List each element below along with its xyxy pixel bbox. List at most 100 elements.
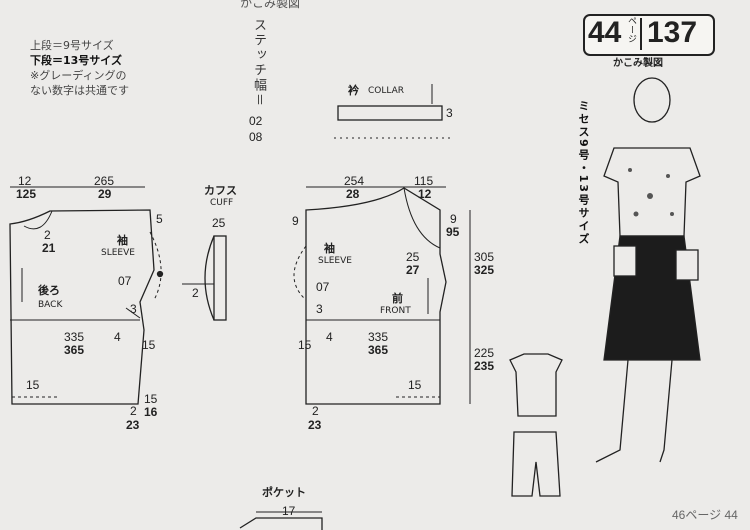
front-label-jp: 前 <box>392 292 403 305</box>
front-armhole: 07 <box>316 280 330 294</box>
front-sleeve-curve <box>293 245 307 301</box>
back-sleeve-jp: 袖 <box>117 234 128 247</box>
print-dot <box>633 211 639 217</box>
front-neckline <box>403 187 441 249</box>
back-neck-b: 21 <box>42 241 56 255</box>
back-bust-a: 335 <box>64 330 85 344</box>
back-hem-right-b: 16 <box>144 405 158 419</box>
model-pocket-right <box>675 249 699 281</box>
pocket-width: 17 <box>282 504 296 518</box>
badge-divider <box>640 18 642 50</box>
back-underarm <box>125 307 141 319</box>
front-bust-b: 365 <box>368 343 389 357</box>
front-sleeve-jp: 袖 <box>324 242 335 255</box>
front-top-r-a: 115 <box>414 174 434 188</box>
back-side-a: 4 <box>114 330 121 344</box>
cuff-label-en: CUFF <box>210 198 234 208</box>
front-right-b: 95 <box>446 225 460 239</box>
back-neckline <box>23 210 53 230</box>
back-top-mid-a: 265 <box>94 174 115 188</box>
model-head <box>633 77 671 123</box>
front-bottom-b: 23 <box>308 418 322 432</box>
top-fragment: かこみ製図 <box>240 0 301 10</box>
back-neck-a: 2 <box>44 228 51 242</box>
front-right-a: 9 <box>450 212 457 226</box>
front-len2-a: 225 <box>474 346 495 360</box>
legend-line-3: ※グレーディングの <box>30 69 127 82</box>
back-bottom-b: 23 <box>126 418 140 432</box>
badge-frame <box>583 14 715 56</box>
back-side-b: 3 <box>130 302 137 316</box>
back-top-left-b: 125 <box>16 187 37 201</box>
pocket-outline <box>239 517 323 530</box>
front-len1-a: 305 <box>474 250 495 264</box>
front-sleeve-a: 25 <box>406 250 420 264</box>
model-size-caption: ミセス9号・13号サイズ <box>577 100 590 246</box>
front-top-r-b: 12 <box>418 187 432 201</box>
collar-label-jp: 衿 <box>348 84 359 97</box>
front-top-a: 254 <box>344 174 365 188</box>
front-hem: 15 <box>408 378 422 392</box>
front-bodice-outline <box>305 187 447 405</box>
blouse-flat <box>509 353 563 417</box>
footer-page-ref: 46ページ 44 <box>672 508 738 522</box>
back-hem-left: 15 <box>26 378 40 392</box>
cuff-label-jp: カフス <box>204 184 237 197</box>
back-label-jp: 後ろ <box>38 284 60 297</box>
front-bottom-a: 2 <box>312 404 319 418</box>
collar-piece <box>337 105 443 121</box>
stitch-width-label: ステッチ幅＝ <box>251 18 266 109</box>
front-bust-a: 335 <box>368 330 389 344</box>
model-pocket-left <box>613 245 637 277</box>
badge-page-number: 44 <box>588 16 622 49</box>
print-dot <box>647 193 653 199</box>
back-bottom-a: 2 <box>130 404 137 418</box>
collar-dim: 3 <box>446 106 453 120</box>
back-hem-right-a: 15 <box>144 392 158 406</box>
back-sleeve-en: SLEEVE <box>101 248 135 258</box>
cuff-width: 25 <box>212 216 226 230</box>
collar-label-en: COLLAR <box>368 86 405 96</box>
back-armhole: 07 <box>118 274 132 288</box>
front-top-b: 28 <box>346 187 360 201</box>
front-sleeve-en: SLEEVE <box>318 256 352 266</box>
front-left-side: 9 <box>292 214 299 228</box>
badge-page-unit: ページ <box>626 16 636 43</box>
badge-caption: かこみ製図 <box>613 58 663 69</box>
back-notch <box>156 270 164 278</box>
front-len1-b: 325 <box>474 263 495 277</box>
pants-flat <box>511 431 561 497</box>
back-label-en: BACK <box>38 300 63 310</box>
front-side-c: 15 <box>298 338 312 352</box>
stitch-width-v2: 08 <box>249 130 263 144</box>
model-blouse <box>603 147 701 237</box>
back-shoulder: 5 <box>156 212 163 226</box>
front-side-b: 3 <box>316 302 323 316</box>
back-top-mid-b: 29 <box>98 187 112 201</box>
legend-line-4: ない数字は共通です <box>30 84 129 97</box>
page-badge: 44 ページ 137 かこみ製図 <box>583 14 715 69</box>
front-sleeve-b: 27 <box>406 263 420 277</box>
print-dot <box>628 168 632 172</box>
cuff-height: 2 <box>192 286 199 300</box>
model-legs <box>595 359 673 463</box>
legend-line-2: 下段＝13号サイズ <box>30 54 122 67</box>
print-dot <box>666 174 670 178</box>
back-side-c: 15 <box>142 338 156 352</box>
stitch-width-v1: 02 <box>249 114 263 128</box>
front-label-en: FRONT <box>380 306 411 316</box>
pocket-label: ポケット <box>262 486 306 499</box>
back-top-left-a: 12 <box>18 174 32 188</box>
cuff-curve <box>204 235 215 321</box>
badge-pattern-number: 137 <box>647 16 698 49</box>
print-dot <box>670 212 674 216</box>
front-side-a: 4 <box>326 330 333 344</box>
back-bodice-outline <box>9 209 155 405</box>
front-len2-b: 235 <box>474 359 495 373</box>
cuff-piece <box>213 235 227 321</box>
back-bust-b: 365 <box>64 343 85 357</box>
size-legend: 上段＝9号サイズ 下段＝13号サイズ ※グレーディングの ない数字は共通です <box>30 38 170 98</box>
legend-line-1: 上段＝9号サイズ <box>30 39 114 52</box>
